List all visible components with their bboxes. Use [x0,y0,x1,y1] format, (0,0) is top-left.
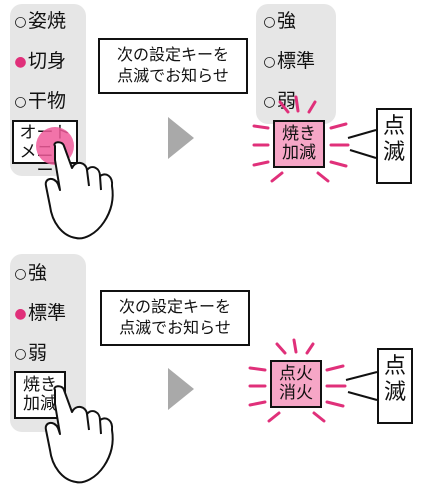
unselected-icon: ○ [14,266,27,282]
pointing-hand-icon [44,141,114,240]
option-hyojun: ○標準 [263,50,316,72]
unselected-icon: ○ [263,94,276,110]
unselected-icon: ○ [263,54,276,70]
unselected-icon: ○ [263,14,276,30]
notice-box: 次の設定キーを 点滅でお知らせ [100,290,250,346]
selected-icon: ● [14,54,27,70]
pointer-line [347,391,378,401]
option-jaku: ○弱 [14,342,48,364]
option-hyojun: ●標準 [14,302,67,324]
pointer-line [349,149,377,159]
unselected-icon: ○ [14,14,27,30]
option-tsuyo: ○強 [263,10,297,32]
option-tsuyo: ○強 [14,262,48,284]
option-kirimi: ●切身 [14,50,67,72]
option-sugatayaki: ○姿焼 [14,10,67,32]
unselected-icon: ○ [14,346,27,362]
option-himono: ○干物 [14,90,67,112]
arrow-right-icon [168,368,194,410]
pointing-hand-icon [44,385,114,484]
arrow-right-icon [168,117,194,159]
unselected-icon: ○ [14,94,27,110]
flash-rays-icon [252,95,350,183]
yakikagen-key-flashing[interactable]: 焼き 加減 [273,120,325,168]
flash-rays-icon [248,338,347,423]
pointer-line [347,129,377,139]
notice-box: 次の設定キーを 点滅でお知らせ [98,38,248,94]
blink-label: 点 滅 [377,348,413,424]
selected-icon: ● [14,306,27,322]
pointer-line [345,371,378,381]
ignition-key-flashing[interactable]: 点火 消火 [270,360,322,408]
blink-label: 点 滅 [376,108,412,184]
